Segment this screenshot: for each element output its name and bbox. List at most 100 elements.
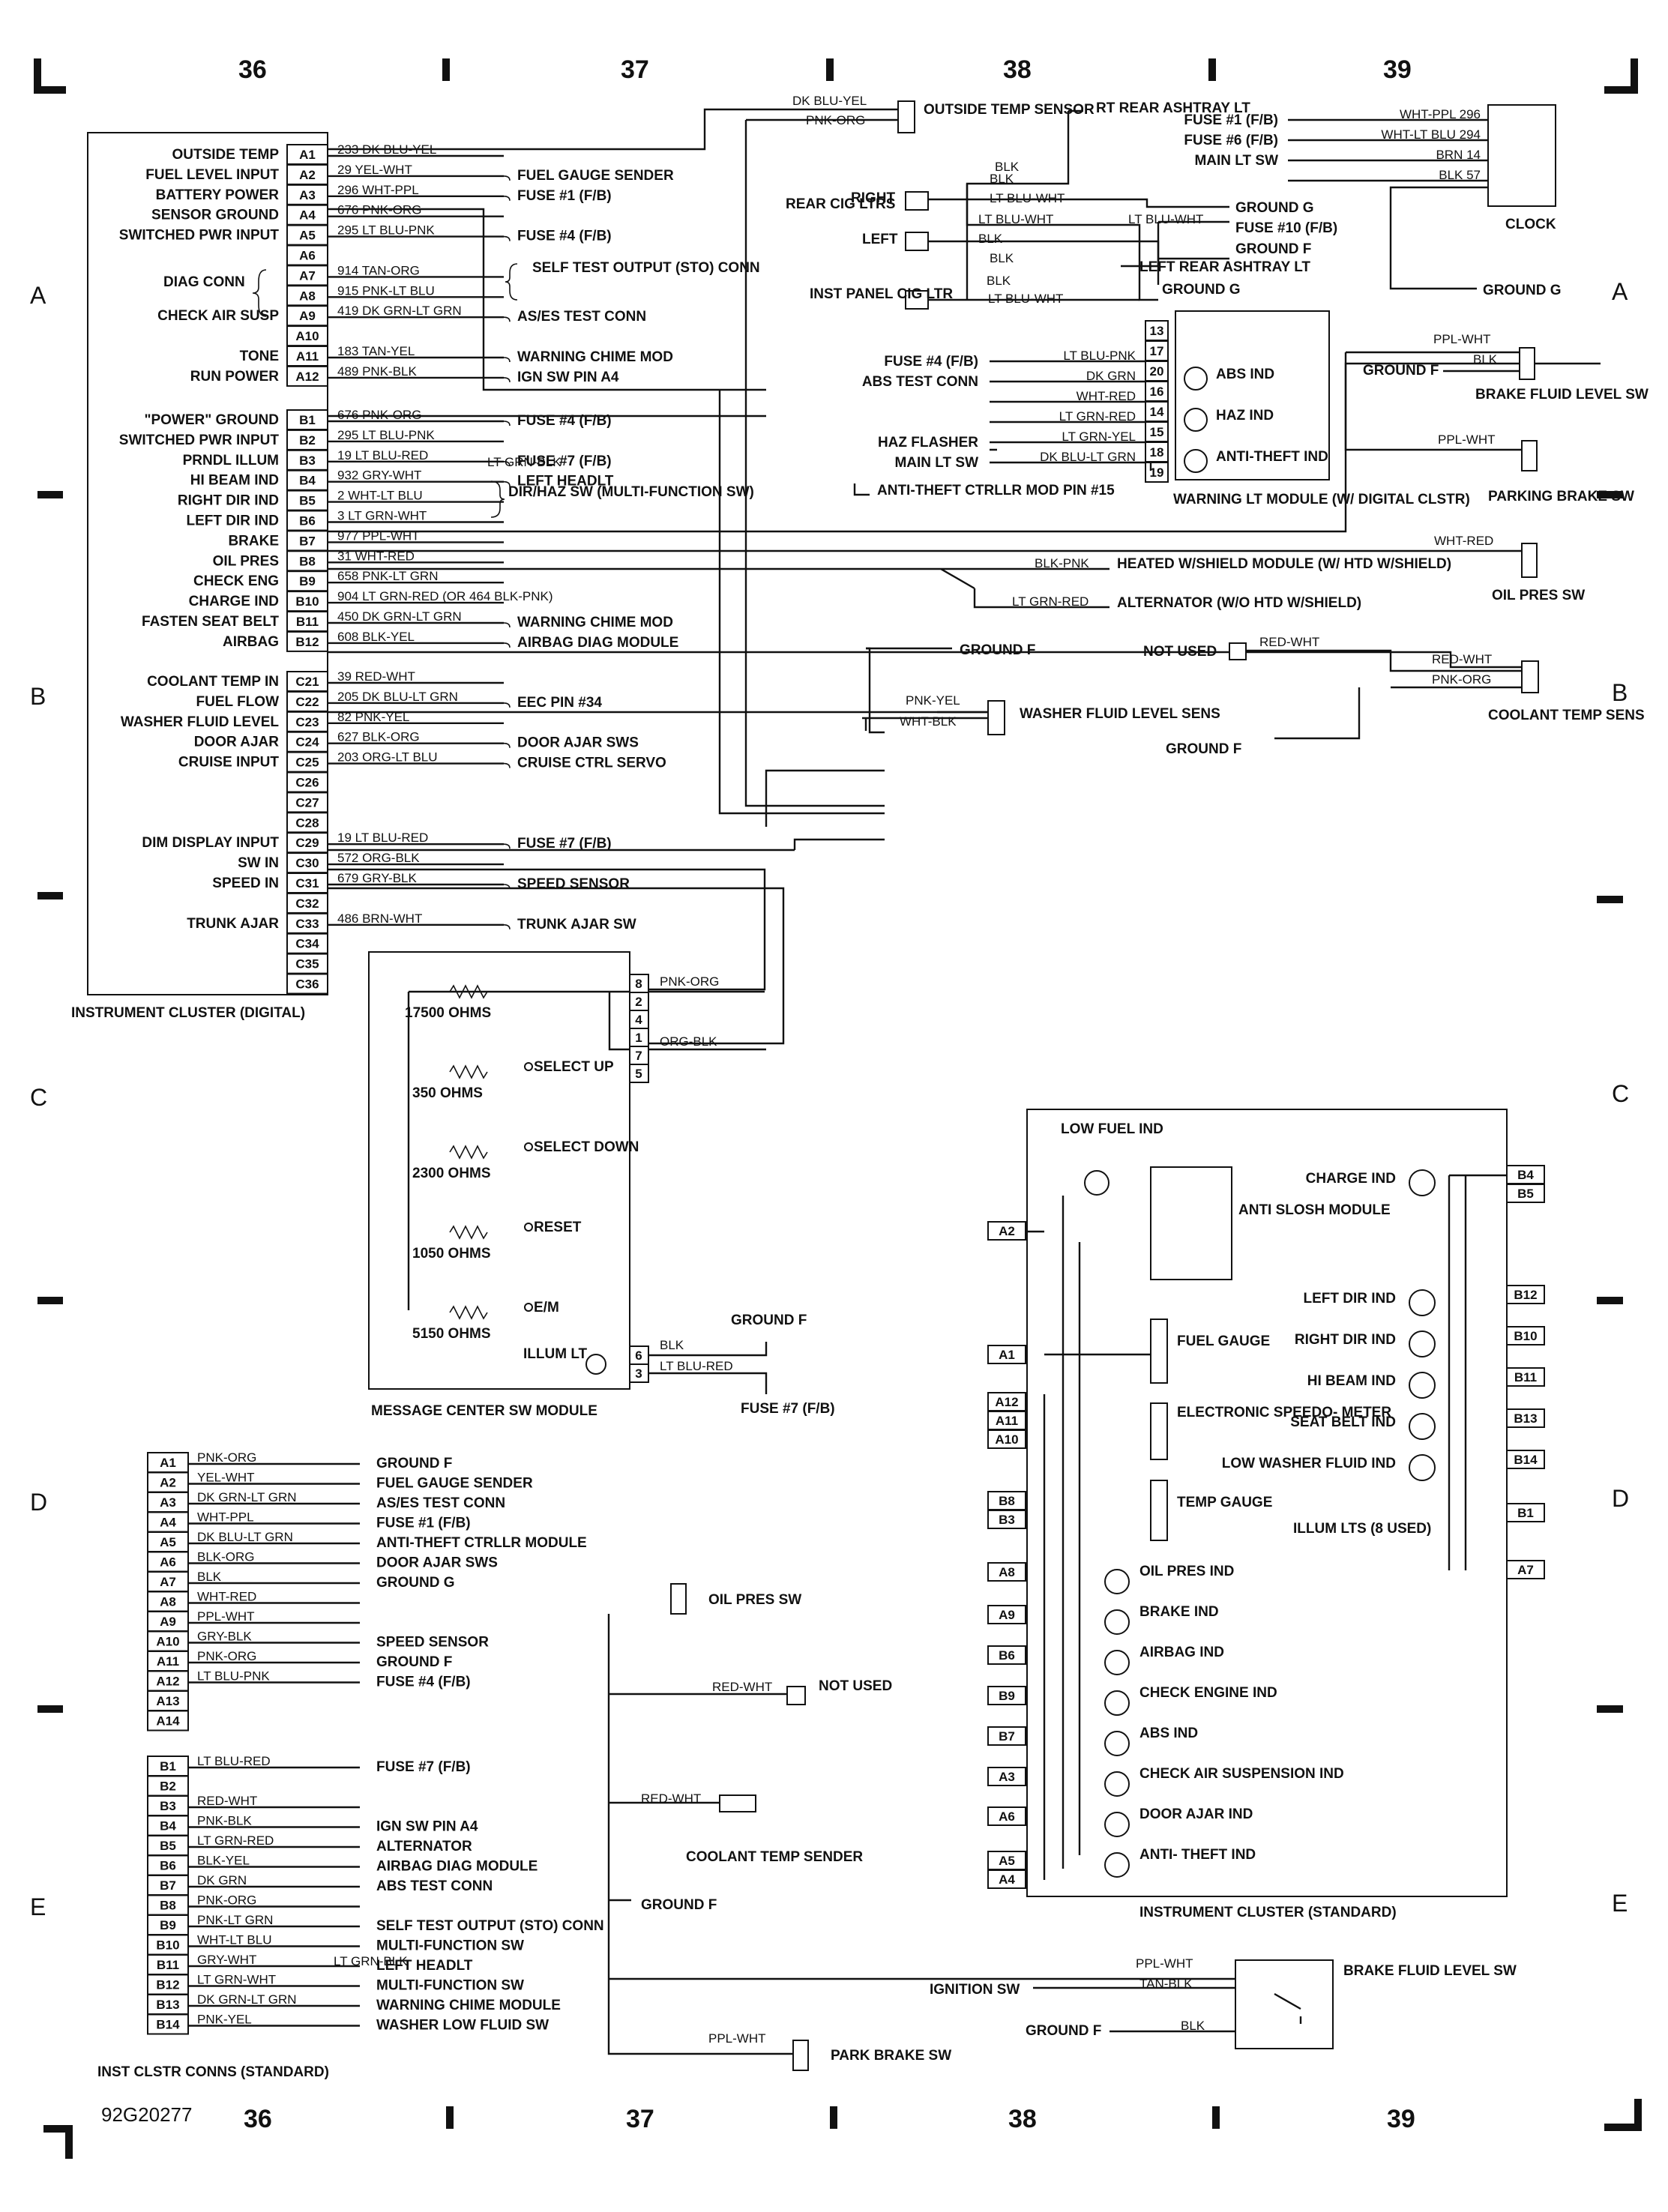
blk-3: BLK — [978, 232, 1003, 246]
pin-b2: B2 — [299, 433, 316, 447]
blk-r: BLK — [1473, 352, 1498, 367]
b_pins-pin-12: B13 — [156, 1998, 179, 2012]
pnk-yel: PNK-YEL — [906, 693, 960, 708]
sc-left-pin-box-1 — [987, 1345, 1026, 1364]
row-c-left: C — [30, 1084, 47, 1111]
ground-f-std: GROUND F — [641, 1897, 717, 1913]
warn-lamp-label-0: ABS IND — [1216, 367, 1274, 382]
mc-res-label-1: 350 OHMS — [412, 1085, 483, 1101]
pin-b3: B3 — [299, 453, 316, 468]
pin-c29: C29 — [295, 836, 319, 850]
pin-box-a1 — [286, 144, 328, 165]
pin-c30: C30 — [295, 856, 319, 870]
pin-b1: B1 — [299, 413, 316, 427]
b_pins-wire-11: LT GRN-WHT — [197, 1973, 276, 1987]
clock-wire-1: WHT-LT BLU 294 — [1381, 127, 1481, 142]
col-37-top: 37 — [621, 55, 649, 84]
pin-box-c24 — [286, 731, 328, 753]
mc-pin-8: 8 — [635, 977, 642, 991]
dest-arrow-b1 — [503, 421, 511, 427]
anti-theft-pin-label: ANTI-THEFT CTRLLR MOD PIN #15 — [877, 483, 1115, 498]
pin-box-c23 — [286, 711, 328, 732]
func-a1: OUTSIDE TEMP — [172, 147, 279, 163]
pin-box-b8 — [286, 550, 328, 572]
b_pins-box-8 — [147, 1914, 189, 1935]
right-label: RIGHT — [851, 190, 896, 206]
dest-a12: IGN SW PIN A4 — [517, 370, 619, 385]
message-center-label: MESSAGE CENTER SW MODULE — [371, 1403, 597, 1419]
wire-a11: 183 TAN-YEL — [337, 344, 415, 358]
coolant-sensor — [1521, 660, 1539, 693]
wire-c21: 39 RED-WHT — [337, 669, 415, 684]
sc-left-pin-2: A12 — [995, 1395, 1018, 1409]
mc-resistor-1 — [449, 1064, 488, 1079]
coolant-sender-label: COOLANT TEMP SENDER — [686, 1849, 863, 1865]
lt-grn-red: LT GRN-RED — [1012, 594, 1089, 609]
a_pins-dest-5: DOOR AJAR SWS — [376, 1555, 498, 1571]
top-right-area: OUTSIDE TEMP SENSOR DK BLU-YEL PNK-ORG R… — [786, 94, 1562, 310]
digital-trunks — [328, 108, 1601, 1045]
sc-right-lamp-5 — [1409, 1454, 1436, 1481]
a_pins-box-11 — [147, 1670, 189, 1692]
dest-c25: CRUISE CTRL SERVO — [517, 756, 666, 771]
func-a5: SWITCHED PWR INPUT — [119, 228, 280, 244]
b_pins-dest-13: WASHER LOW FLUID SW — [376, 2018, 549, 2034]
sc-left-pin-box-12 — [987, 1767, 1026, 1786]
mc-fuse7: FUSE #7 (F/B) — [741, 1401, 835, 1417]
mc-switch-node-1 — [524, 1142, 533, 1151]
sc-left-lamp-label-1: BRAKE IND — [1139, 1604, 1219, 1620]
warning-module-body — [1175, 310, 1330, 480]
sc-left-pin-box-9 — [987, 1645, 1026, 1665]
b_pins-wire-5: BLK-YEL — [197, 1854, 250, 1868]
warn-pin-box-20 — [1145, 361, 1169, 382]
row-a-right: A — [1612, 278, 1628, 305]
a_pins-box-4 — [147, 1531, 189, 1552]
func-a9: CHECK AIR SUSP — [157, 308, 279, 324]
lt-blu-wht-1: LT BLU-WHT — [990, 191, 1065, 205]
a_pins-dest-3: FUSE #1 (F/B) — [376, 1516, 471, 1531]
pin-box-a7 — [286, 265, 328, 286]
warn-dest-1: ABS TEST CONN — [862, 374, 978, 390]
pin-a12: A12 — [295, 370, 319, 384]
left-ashtray-label: LEFT REAR ASHTRAY LT — [1139, 259, 1310, 275]
low-fuel-label: LOW FUEL IND — [1061, 1121, 1163, 1137]
pin-a10: A10 — [295, 329, 319, 343]
brake-ppl-wht: PPL-WHT — [1136, 1956, 1193, 1971]
b_pins-pin-6: B7 — [160, 1878, 176, 1893]
wire-a2: 29 YEL-WHT — [337, 163, 412, 177]
dest-arrow-a5 — [503, 235, 511, 241]
a_pins-pin-8: A9 — [160, 1615, 176, 1629]
wire-b2: 295 LT BLU-PNK — [337, 428, 435, 442]
dest-b11: WARNING CHIME MOD — [517, 615, 673, 630]
a_pins-wire-2: DK GRN-LT GRN — [197, 1490, 297, 1504]
pin-box-a8 — [286, 285, 328, 307]
clock-dest-0: FUSE #1 (F/B) — [1184, 112, 1278, 128]
b_pins-pin-7: B8 — [160, 1899, 176, 1913]
sc-right-pin-box-6 — [1506, 1450, 1545, 1469]
wire-b5: 2 WHT-LT BLU — [337, 489, 423, 503]
col-36-top: 36 — [238, 55, 267, 84]
pin-a1: A1 — [299, 148, 316, 162]
inst-panel-cig-label: INST PANEL CIG LTR — [810, 286, 953, 302]
row-c-right: C — [1612, 1080, 1629, 1107]
fuel-gauge-label: FUEL GAUGE — [1177, 1333, 1270, 1349]
func-c21: COOLANT TEMP IN — [147, 674, 279, 690]
warn-pin-box-19 — [1145, 462, 1169, 483]
warn-wire-2: WHT-RED — [1077, 389, 1136, 403]
b_pins-box-9 — [147, 1934, 189, 1956]
dest-b4: LEFT HEADLT — [517, 474, 614, 489]
b_pins-box-12 — [147, 1994, 189, 2015]
row-e-left: E — [30, 1893, 46, 1920]
fuse10-label: FUSE #10 (F/B) — [1235, 220, 1337, 236]
pin-box-a12 — [286, 365, 328, 387]
digital-cluster-title: INSTRUMENT CLUSTER (DIGITAL) — [71, 1005, 305, 1021]
func-c30: SW IN — [238, 855, 279, 871]
wire-b9: 658 PNK-LT GRN — [337, 569, 438, 583]
mc-resistor-4 — [449, 1305, 488, 1320]
lt-grn-blk-std: LT GRN-BLK — [334, 1954, 408, 1968]
